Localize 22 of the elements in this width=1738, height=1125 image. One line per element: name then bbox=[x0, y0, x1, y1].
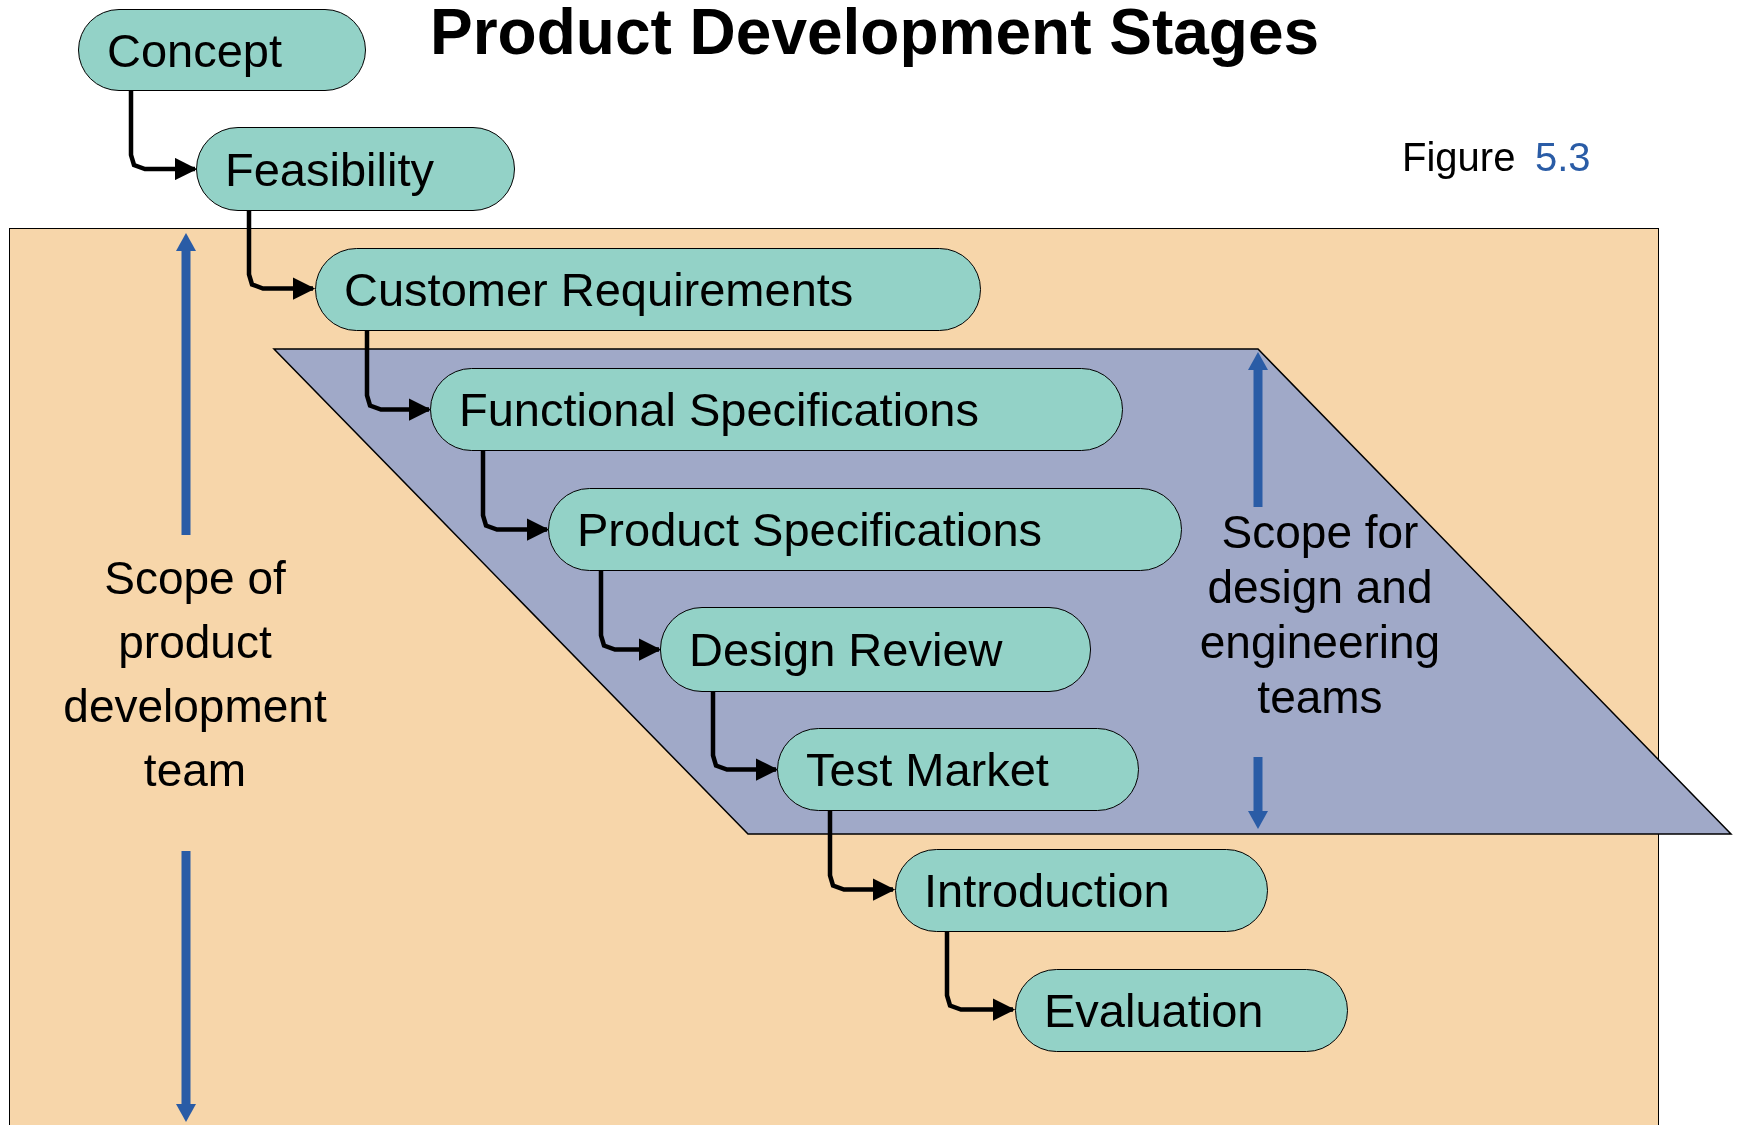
arrow bbox=[710, 692, 779, 781]
stage-label: Introduction bbox=[924, 863, 1170, 918]
arrow bbox=[944, 931, 1016, 1021]
stage-label: Design Review bbox=[689, 622, 1003, 677]
arrow bbox=[128, 91, 198, 181]
scope-label: Scope of product development team bbox=[62, 551, 328, 798]
figure-number: 5.3 bbox=[1535, 135, 1591, 180]
stage-label: Product Specifications bbox=[577, 502, 1043, 557]
scope-label: Scope for design and engineering teams bbox=[1198, 505, 1442, 725]
arrow bbox=[246, 211, 316, 300]
arrow bbox=[827, 811, 896, 901]
figure-label: Figure bbox=[1402, 135, 1516, 180]
arrow bbox=[480, 451, 550, 541]
stage-label: Customer Requirements bbox=[344, 262, 854, 317]
stage-label: Test Market bbox=[806, 742, 1049, 797]
arrow bbox=[364, 330, 432, 421]
stage-label: Functional Specifications bbox=[459, 382, 979, 437]
title: Product Development Stages bbox=[430, 0, 1320, 66]
stage-label: Concept bbox=[107, 22, 283, 78]
stage-label: Feasibility bbox=[225, 141, 434, 197]
arrow bbox=[598, 571, 662, 661]
stage-label: Evaluation bbox=[1044, 983, 1264, 1038]
